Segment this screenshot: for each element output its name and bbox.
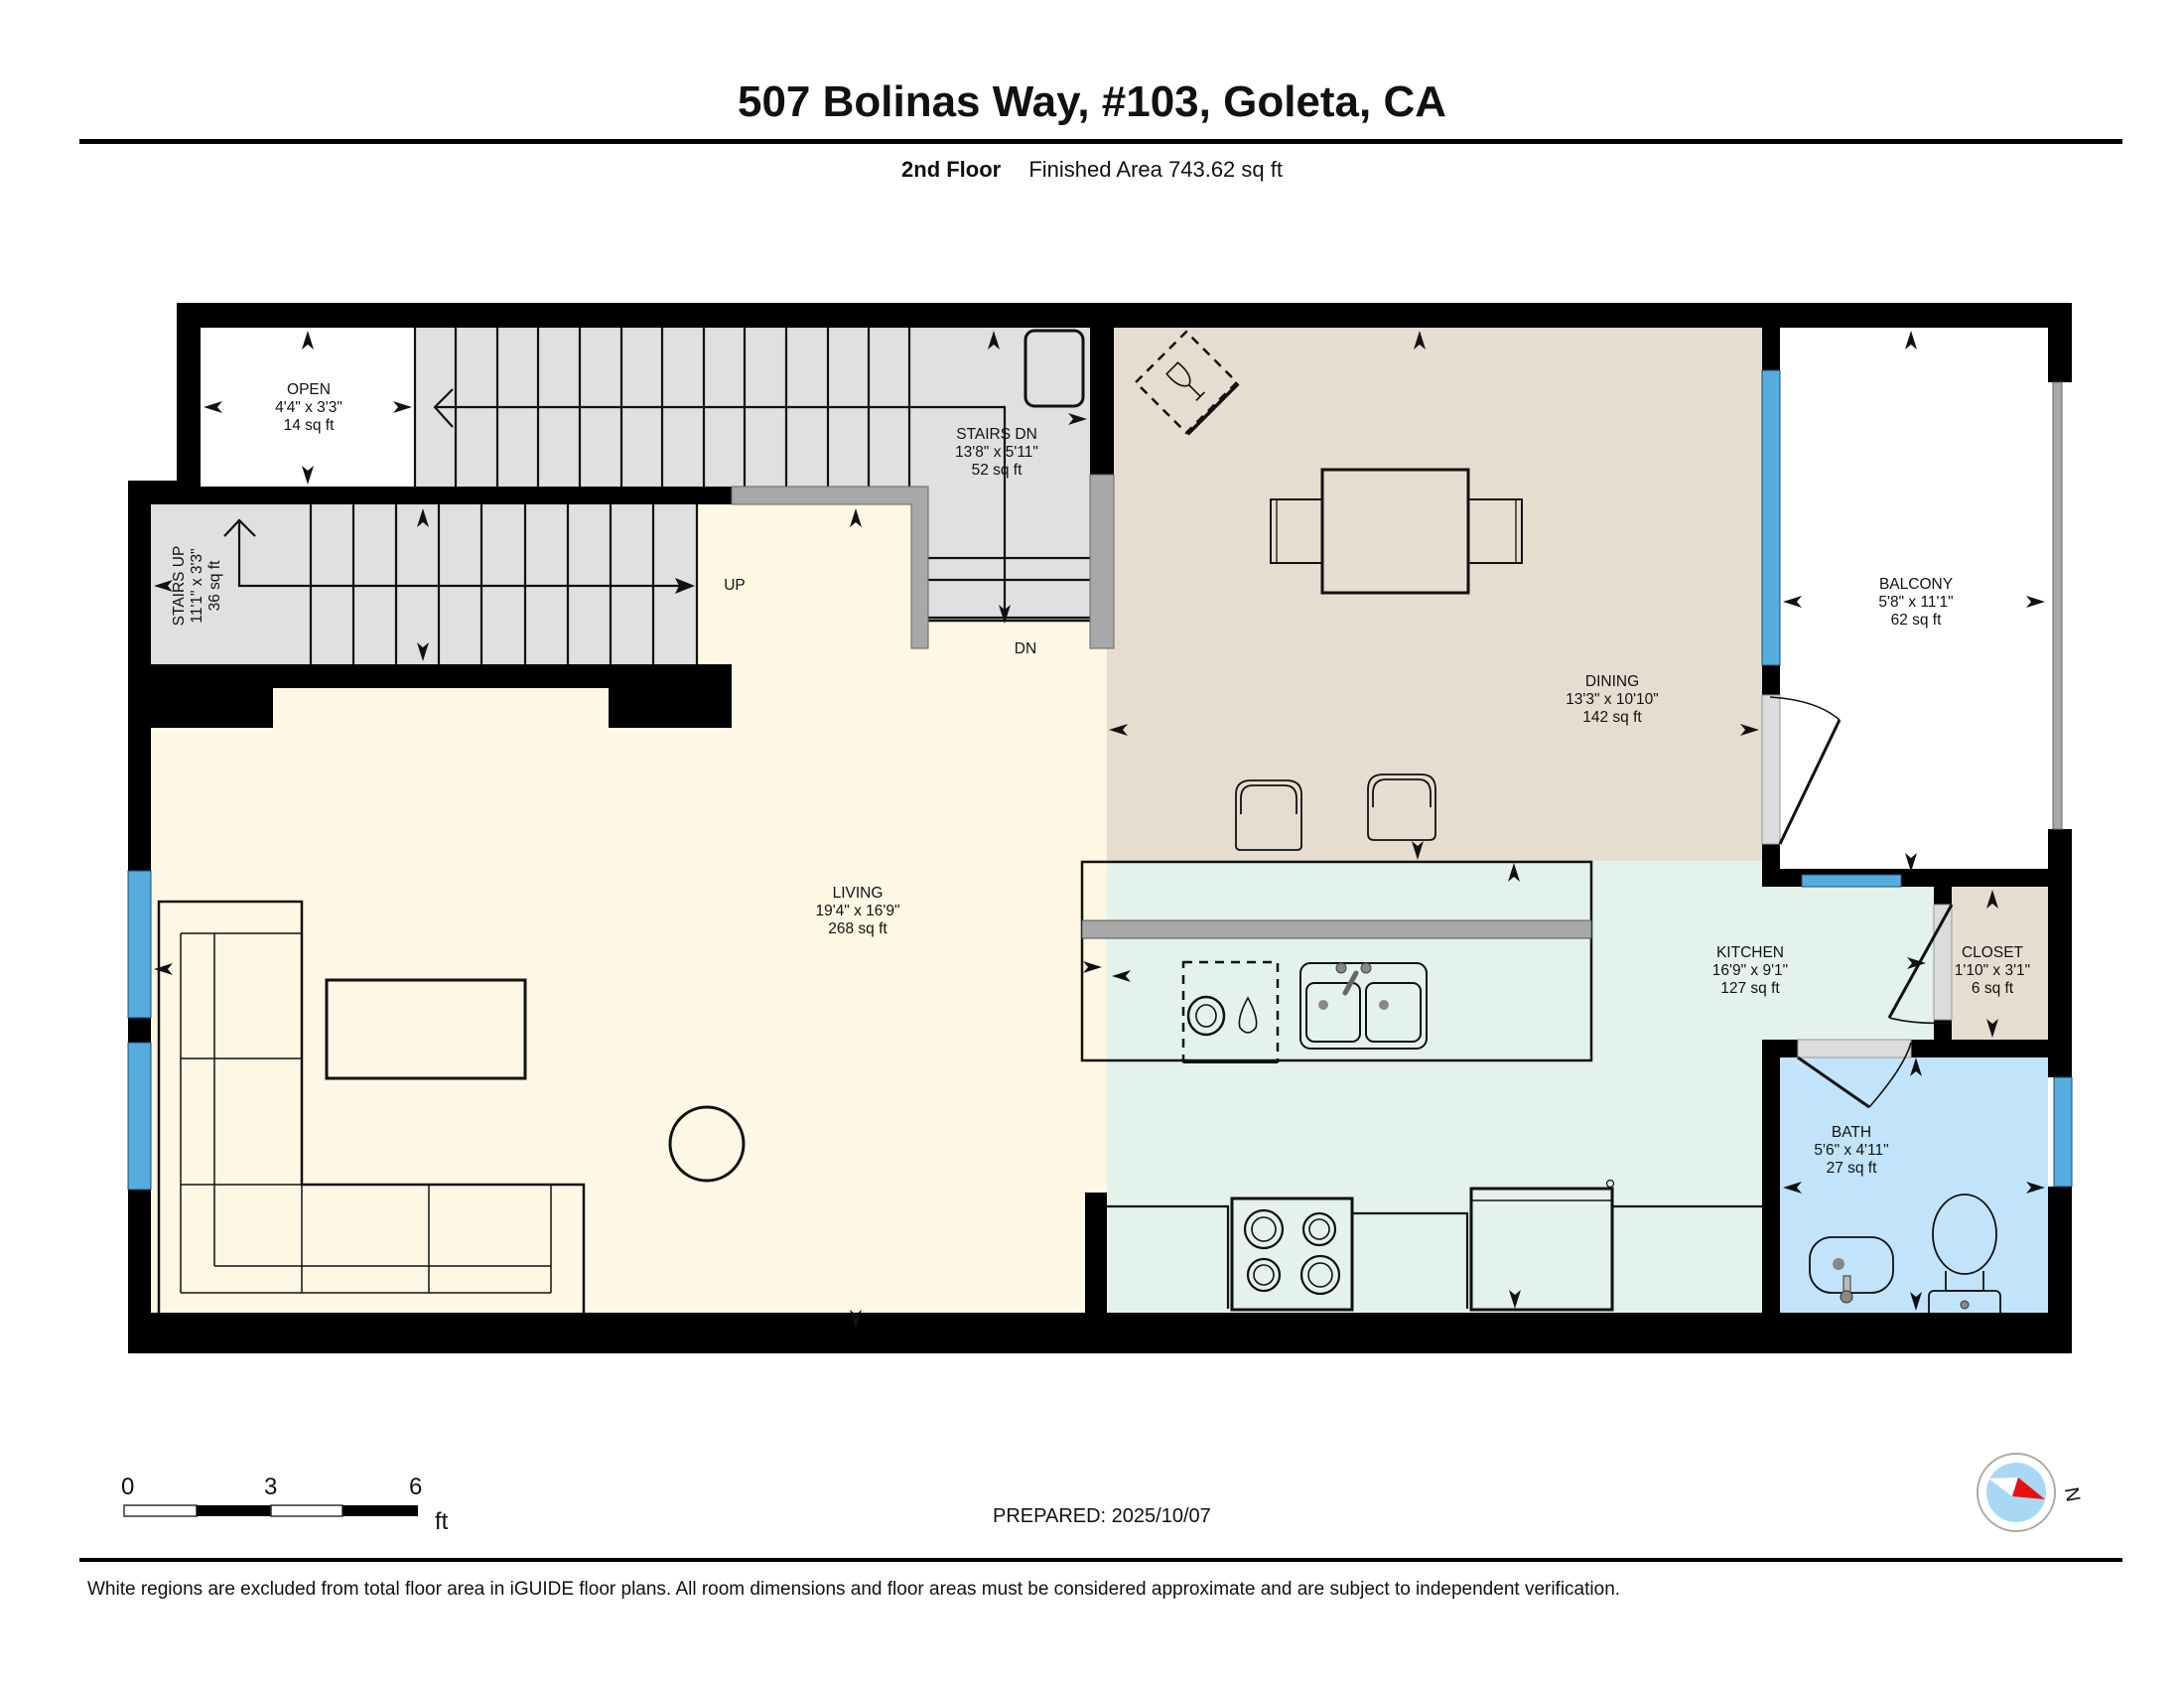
compass-icon: N bbox=[1977, 1453, 2086, 1532]
coffee-table bbox=[325, 978, 527, 1080]
room-bath-fill bbox=[1780, 1057, 2048, 1313]
svg-text:STAIRS DN: STAIRS DN bbox=[956, 426, 1037, 443]
stairs-up-treads bbox=[309, 504, 699, 664]
svg-text:N: N bbox=[2062, 1485, 2086, 1503]
label-balcony: BALCONY 5'8" x 11'1" 62 sq ft bbox=[1878, 576, 1953, 629]
svg-text:36 sq ft: 36 sq ft bbox=[206, 560, 223, 612]
svg-text:6 sq ft: 6 sq ft bbox=[1972, 980, 2014, 997]
disclaimer: White regions are excluded from total fl… bbox=[87, 1579, 1621, 1600]
svg-text:13'8" x 5'11": 13'8" x 5'11" bbox=[955, 444, 1038, 461]
finished-area: Finished Area 743.62 sq ft bbox=[1028, 157, 1283, 182]
svg-text:5'6" x 4'11": 5'6" x 4'11" bbox=[1814, 1142, 1888, 1159]
label-kitchen: KITCHEN 16'9" x 9'1" 127 sq ft bbox=[1712, 944, 1788, 997]
svg-text:16'9" x 9'1": 16'9" x 9'1" bbox=[1712, 962, 1788, 979]
room-open-fill bbox=[201, 328, 415, 487]
room-stairs-up-fill bbox=[151, 504, 697, 664]
label-stairs-dn: STAIRS DN 13'8" x 5'11" 52 sq ft bbox=[955, 426, 1038, 479]
floor-summary: 2nd Floor Finished Area 743.62 sq ft bbox=[0, 157, 2184, 183]
wine-glass-icon bbox=[1134, 330, 1240, 436]
dining-table bbox=[1270, 468, 1523, 595]
stairs-up-arrowhead bbox=[675, 578, 695, 594]
stairs-dn-label: DN bbox=[1015, 640, 1036, 657]
stairs-up-arrow bbox=[223, 518, 690, 588]
door-thresholds bbox=[1761, 694, 1953, 1058]
railings bbox=[731, 381, 2063, 830]
label-living: LIVING 19'4" x 16'9" 268 sq ft bbox=[815, 885, 899, 937]
svg-text:4'4" x 3'3": 4'4" x 3'3" bbox=[275, 399, 342, 416]
page-title: 507 Bolinas Way, #103, Goleta, CA bbox=[737, 77, 1447, 126]
kitchen-counters bbox=[1107, 1179, 1762, 1312]
svg-text:6: 6 bbox=[409, 1474, 422, 1500]
room-living-upper-fill bbox=[697, 504, 928, 664]
svg-text:DINING: DINING bbox=[1585, 673, 1639, 690]
room-living-fill bbox=[151, 664, 1107, 1313]
dimension-arrows bbox=[154, 331, 2045, 1329]
footer-divider bbox=[79, 1558, 2122, 1562]
stairs-dn-arrow bbox=[433, 388, 1007, 620]
svg-text:STAIRS UP: STAIRS UP bbox=[171, 546, 188, 627]
svg-text:BATH: BATH bbox=[1832, 1124, 1871, 1141]
scale-bar: 0 3 6 ft bbox=[121, 1474, 449, 1535]
svg-text:62 sq ft: 62 sq ft bbox=[1891, 612, 1943, 629]
svg-text:268 sq ft: 268 sq ft bbox=[828, 920, 887, 937]
svg-text:KITCHEN: KITCHEN bbox=[1716, 944, 1784, 961]
prepared-date: PREPARED: 2025/10/07 bbox=[993, 1505, 1211, 1527]
svg-text:BALCONY: BALCONY bbox=[1879, 576, 1953, 593]
svg-text:ft: ft bbox=[435, 1508, 449, 1535]
label-stairs-up: STAIRS UP 11'1" x 3'3" 36 sq ft bbox=[171, 546, 223, 627]
svg-text:11'1" x 3'3": 11'1" x 3'3" bbox=[189, 548, 205, 623]
stairs-newel bbox=[1024, 329, 1085, 408]
room-closet-fill bbox=[1952, 887, 2048, 1040]
svg-text:0: 0 bbox=[121, 1474, 134, 1500]
double-sink-icon bbox=[1299, 962, 1428, 1050]
svg-text:1'10" x 3'1": 1'10" x 3'1" bbox=[1955, 962, 2030, 979]
doors bbox=[1769, 696, 1954, 1109]
windows bbox=[127, 369, 2073, 1191]
svg-text:19'4" x 16'9": 19'4" x 16'9" bbox=[815, 903, 899, 919]
svg-text:3: 3 bbox=[264, 1474, 277, 1500]
svg-text:13'3" x 10'10": 13'3" x 10'10" bbox=[1566, 691, 1659, 708]
svg-text:LIVING: LIVING bbox=[833, 885, 884, 902]
bar-stools bbox=[1235, 774, 1436, 851]
svg-text:OPEN: OPEN bbox=[287, 381, 331, 398]
stairs-up-label: UP bbox=[724, 577, 746, 594]
stove-icon bbox=[1243, 1208, 1341, 1296]
label-open: OPEN 4'4" x 3'3" 14 sq ft bbox=[275, 381, 342, 434]
svg-text:CLOSET: CLOSET bbox=[1962, 944, 2024, 961]
svg-text:27 sq ft: 27 sq ft bbox=[1827, 1160, 1878, 1177]
label-bath: BATH 5'6" x 4'11" 27 sq ft bbox=[1814, 1124, 1888, 1177]
kitchen-island bbox=[1080, 860, 1593, 1062]
label-dining: DINING 13'3" x 10'10" 142 sq ft bbox=[1566, 673, 1659, 726]
svg-text:52 sq ft: 52 sq ft bbox=[972, 462, 1024, 479]
svg-text:127 sq ft: 127 sq ft bbox=[1720, 980, 1780, 997]
bath-sink-icon bbox=[1809, 1236, 1894, 1304]
svg-text:5'8" x 11'1": 5'8" x 11'1" bbox=[1878, 594, 1953, 611]
label-closet: CLOSET 1'10" x 3'1" 6 sq ft bbox=[1955, 944, 2030, 997]
header-divider bbox=[79, 139, 2122, 144]
room-balcony-fill bbox=[1780, 328, 2048, 869]
svg-text:142 sq ft: 142 sq ft bbox=[1582, 709, 1642, 726]
room-living-dn-landing bbox=[928, 621, 1107, 690]
dishwasher-icon bbox=[1181, 960, 1280, 1063]
svg-text:14 sq ft: 14 sq ft bbox=[284, 417, 336, 434]
room-stairs-dn-lower-fill bbox=[928, 487, 1090, 621]
side-table bbox=[668, 1105, 746, 1183]
floor-name: 2nd Floor bbox=[901, 157, 1002, 182]
